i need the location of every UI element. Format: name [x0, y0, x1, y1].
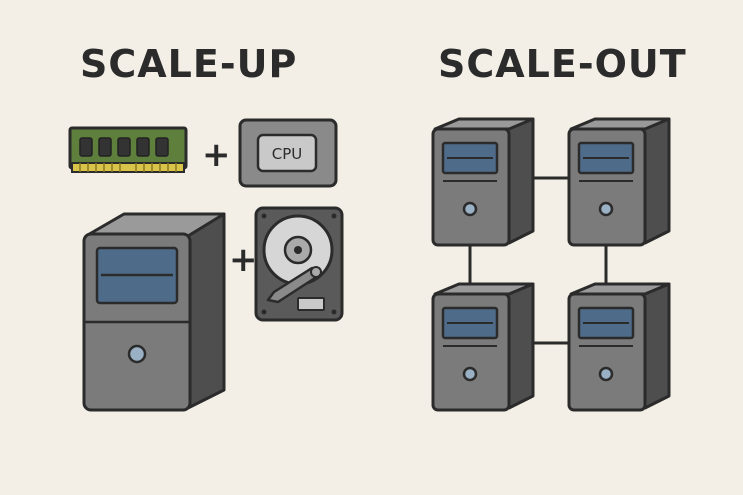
scale-up-title: SCALE-UP: [80, 42, 298, 86]
cpu-chip-icon: CPU: [238, 118, 338, 188]
cpu-label: CPU: [272, 145, 303, 163]
scale-out-title: SCALE-OUT: [438, 42, 687, 86]
tower-server-icon: [82, 212, 226, 412]
rack-server-icon: [431, 282, 535, 412]
plus-sign-tower-drive: +: [229, 240, 258, 280]
plus-sign-ram-cpu: +: [202, 135, 231, 175]
server-network: [431, 117, 671, 412]
rack-server-icon: [431, 117, 535, 247]
rack-server-icon: [567, 282, 671, 412]
rack-server-icon: [567, 117, 671, 247]
ram-module-icon: [68, 126, 188, 173]
hard-drive-icon: [254, 206, 344, 322]
